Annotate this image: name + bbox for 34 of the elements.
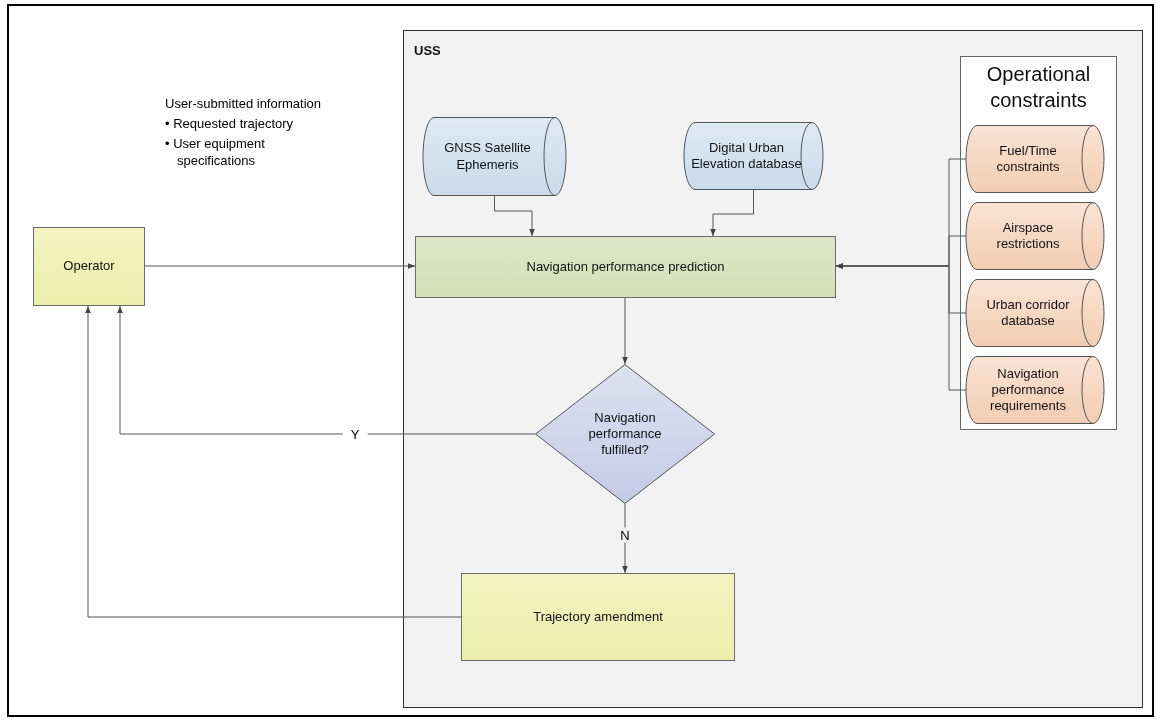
system-boundary: [403, 30, 1143, 708]
arrow: [144, 263, 416, 269]
database-cylinder: [684, 122, 823, 190]
node-text: Operational constraints: [985, 62, 1092, 113]
node-text: Fuel/Time constraints: [995, 142, 1061, 176]
bullet-item: • Requested trajectory: [165, 115, 295, 133]
database-cylinder: [423, 117, 566, 196]
node-text: Operator: [63, 258, 115, 275]
node-text: Digital Urban Elevation database: [690, 139, 803, 173]
arrow: [835, 263, 967, 391]
node-text: Navigation performance prediction: [526, 258, 725, 276]
node-text: Navigation performance fulfilled?: [587, 409, 663, 459]
database-cylinder: [966, 125, 1104, 193]
process-box: [415, 236, 836, 298]
decision-diamond: [535, 364, 715, 504]
node-text: USS: [414, 43, 441, 60]
bullet-item: • User equipment specifications: [165, 135, 266, 170]
database-cylinder: [966, 202, 1104, 270]
node-text: GNSS Satellite Ephemeris: [443, 140, 532, 173]
node-text: Urban corridor database: [985, 296, 1071, 330]
arrow: [85, 305, 462, 618]
arrow: [494, 195, 535, 237]
info-text: User-submitted information: [165, 96, 322, 113]
arrow: [710, 189, 754, 237]
database-cylinder: [966, 279, 1104, 347]
group-panel: [960, 56, 1117, 430]
database-cylinder: [966, 356, 1104, 424]
arrow: [117, 305, 536, 435]
node-text: Navigation performance requirements: [989, 365, 1067, 415]
node-text: Trajectory amendment: [533, 608, 663, 626]
arrow: [622, 297, 628, 365]
process-box: [33, 227, 145, 306]
process-box: [461, 573, 735, 661]
node-text: Airspace restrictions: [995, 219, 1061, 253]
